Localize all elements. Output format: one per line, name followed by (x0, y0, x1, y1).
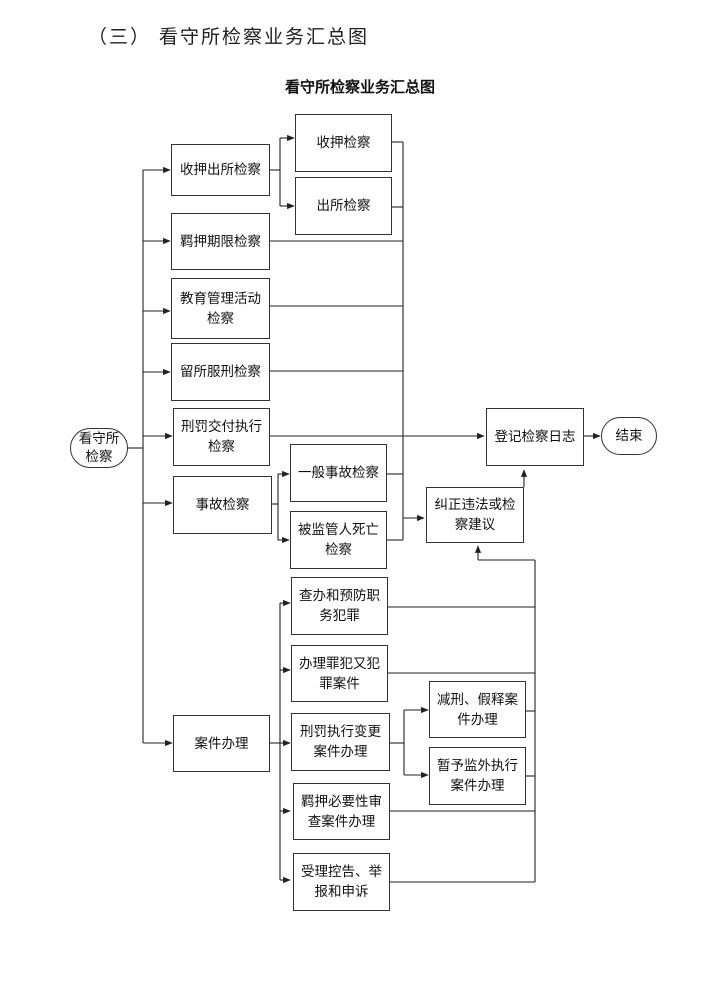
node-sentence-delivery: 刑罚交付执行 检察 (173, 408, 270, 466)
node-intake-release: 收押出所检察 (171, 144, 270, 196)
start-node: 看守所 检察 (70, 428, 128, 468)
end-node: 结束 (601, 417, 657, 455)
node-custody-review: 羁押必要性审 查案件办理 (293, 783, 390, 840)
section-heading: （三） 看守所检察业务汇总图 (88, 26, 370, 48)
node-incident: 事故检察 (173, 476, 272, 534)
diagram-title: 看守所检察业务汇总图 (284, 78, 435, 96)
node-remain-sentence: 留所服刑检察 (171, 343, 270, 401)
node-intake: 收押检察 (295, 114, 392, 172)
node-education-mgmt: 教育管理活动 检察 (171, 278, 270, 339)
node-case-handling: 案件办理 (173, 715, 270, 772)
node-reoffense: 办理罪犯又犯 罪案件 (291, 645, 388, 702)
node-release: 出所检察 (295, 177, 392, 235)
node-commutation-parole: 减刑、假释案 件办理 (429, 681, 526, 738)
node-execution-change: 刑罚执行变更 案件办理 (291, 713, 390, 771)
node-log: 登记检察日志 (486, 408, 584, 466)
node-duty-crime: 查办和预防职 务犯罪 (291, 577, 388, 635)
node-death: 被监管人死亡 检察 (290, 511, 387, 569)
node-general-incident: 一般事故检察 (290, 444, 387, 502)
node-temp-outside: 暂予监外执行 案件办理 (429, 747, 526, 805)
node-detention-period: 羁押期限检察 (171, 213, 270, 270)
node-correction: 纠正违法或检 察建议 (426, 487, 524, 543)
node-complaints: 受理控告、举 报和申诉 (293, 853, 390, 911)
